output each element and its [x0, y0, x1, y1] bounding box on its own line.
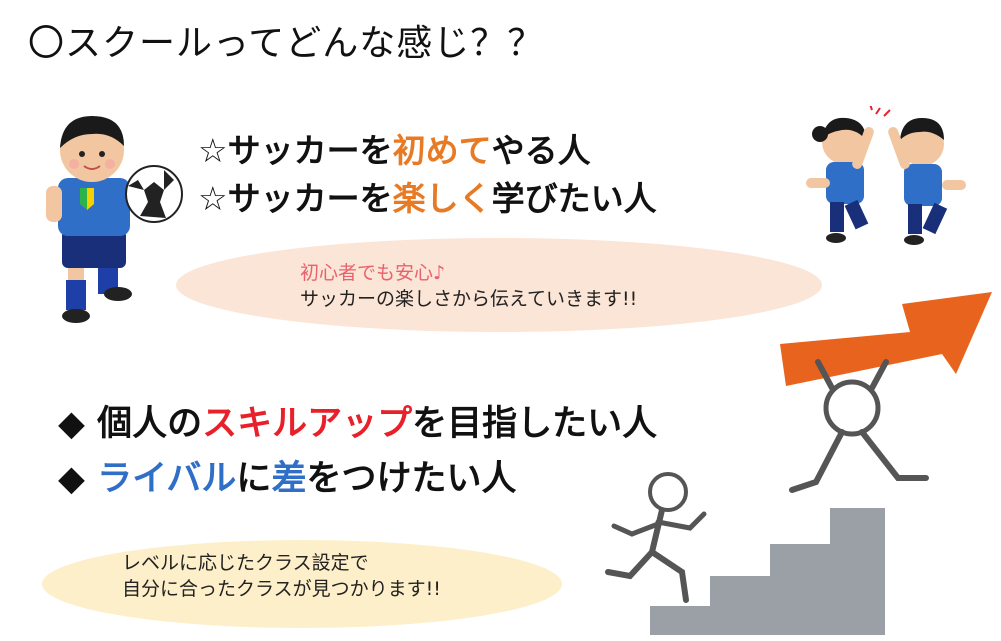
bullet-prefix: ☆サッカーを — [198, 131, 393, 170]
arrow-lifter-icon — [780, 292, 992, 493]
bubble-line1: レベルに応じたクラス設定で — [122, 552, 369, 574]
soccer-boy-icon — [46, 116, 183, 323]
bullet-suffix: 学びたい人 — [491, 179, 657, 218]
bubble-line2: 自分に合ったクラスが見つかります!! — [122, 578, 441, 600]
bubble-line2: サッカーの楽しさから伝えていきます!! — [300, 288, 638, 310]
target-rival: ◆ ライバルに差をつけたい人 — [58, 450, 516, 501]
bullet-highlight: スキルアップ — [202, 404, 413, 444]
target-beginner: ☆サッカーを初めてやる人 — [198, 124, 591, 172]
bullet-prefix: ◆ 個人の — [58, 404, 203, 444]
target-skillup: ◆ 個人のスキルアップを目指したい人 — [58, 395, 657, 446]
bubble-text-beginner: 初心者でも安心♪ サッカーの楽しさから伝えていきます!! — [300, 260, 637, 312]
runner-icon — [605, 472, 707, 603]
bullet-highlight: 楽しく — [392, 179, 492, 218]
bubble-line1: 初心者でも安心♪ — [300, 262, 446, 284]
bullet-prefix: ☆サッカーを — [198, 179, 393, 218]
bullet-middle: に — [236, 459, 272, 499]
bullet-highlight2: 差 — [271, 459, 307, 499]
bullet-suffix: を目指したい人 — [412, 404, 658, 444]
bullet-suffix: やる人 — [491, 131, 591, 170]
bullet-highlight: 初めて — [392, 131, 492, 170]
stairs-icon — [650, 508, 885, 635]
page-title: 〇スクールってどんな感じ？？ — [28, 23, 545, 64]
info-bubble-level — [42, 540, 562, 628]
target-enjoy: ☆サッカーを楽しく学びたい人 — [198, 172, 657, 220]
bullet-prefix: ◆ — [58, 459, 98, 499]
bullet-suffix: をつけたい人 — [306, 459, 517, 499]
high-five-kids-icon — [806, 106, 966, 245]
info-bubble-beginner — [176, 238, 822, 332]
bullet-highlight: ライバル — [97, 459, 237, 499]
bubble-text-level: レベルに応じたクラス設定で 自分に合ったクラスが見つかります!! — [122, 550, 441, 602]
